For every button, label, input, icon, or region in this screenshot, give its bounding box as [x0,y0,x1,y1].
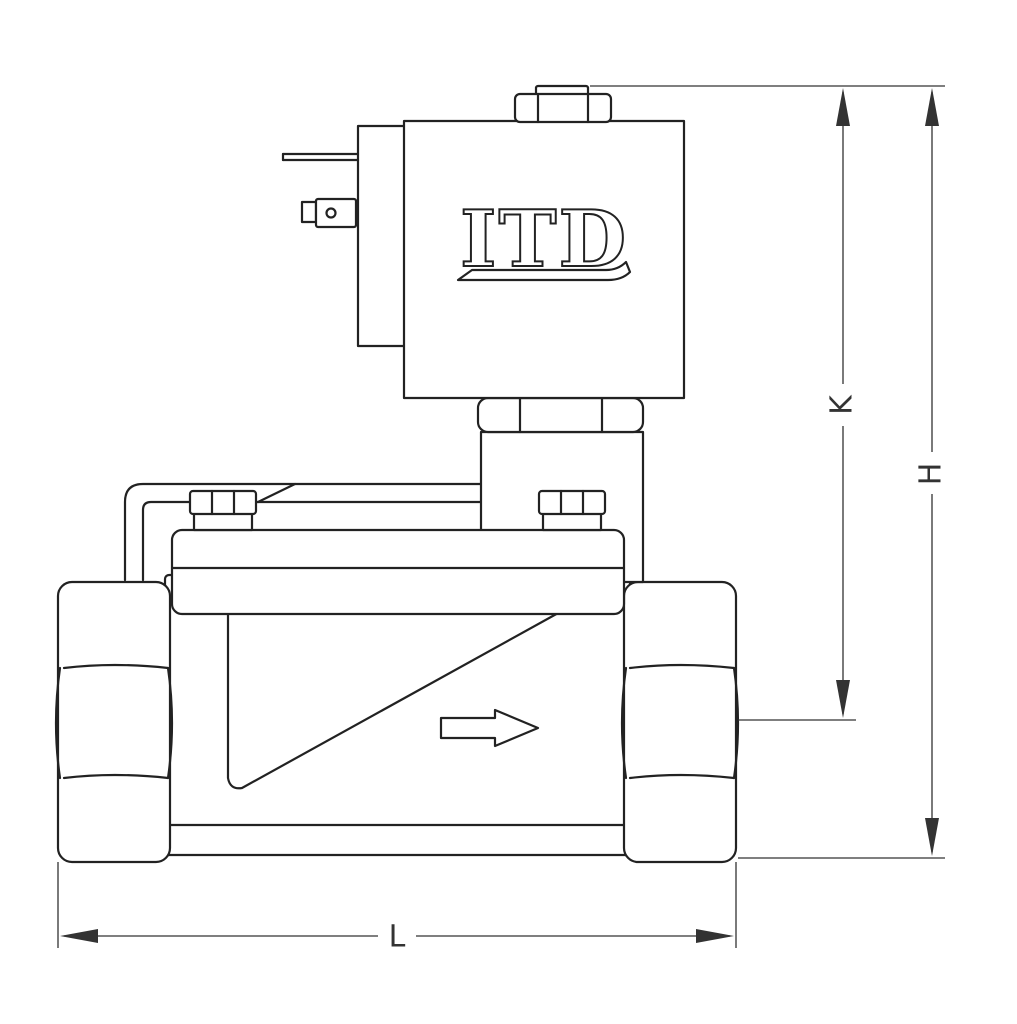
coil-lock-nut [476,396,645,434]
valve-body [163,573,632,857]
connector-plug [281,124,408,348]
dimension-h-label: H [914,463,949,486]
dimension-l: L [57,862,737,955]
brand-logo-text: ITD [460,194,628,285]
solenoid-coil [402,119,686,400]
dimension-h: H [590,85,949,859]
brand-logo: ITD [456,193,632,286]
bonnet-cover [170,528,626,616]
flow-direction-arrow-icon [439,708,540,748]
pilot-bypass-tube [123,482,485,582]
bolt-left [188,489,258,532]
top-nut [513,84,613,124]
right-hex-port [620,580,740,864]
dimension-k: K [738,88,860,721]
dimension-l-label: L [389,920,406,955]
left-hex-port [54,580,174,864]
dimension-k-label: K [825,394,860,415]
bolt-right [537,489,607,532]
